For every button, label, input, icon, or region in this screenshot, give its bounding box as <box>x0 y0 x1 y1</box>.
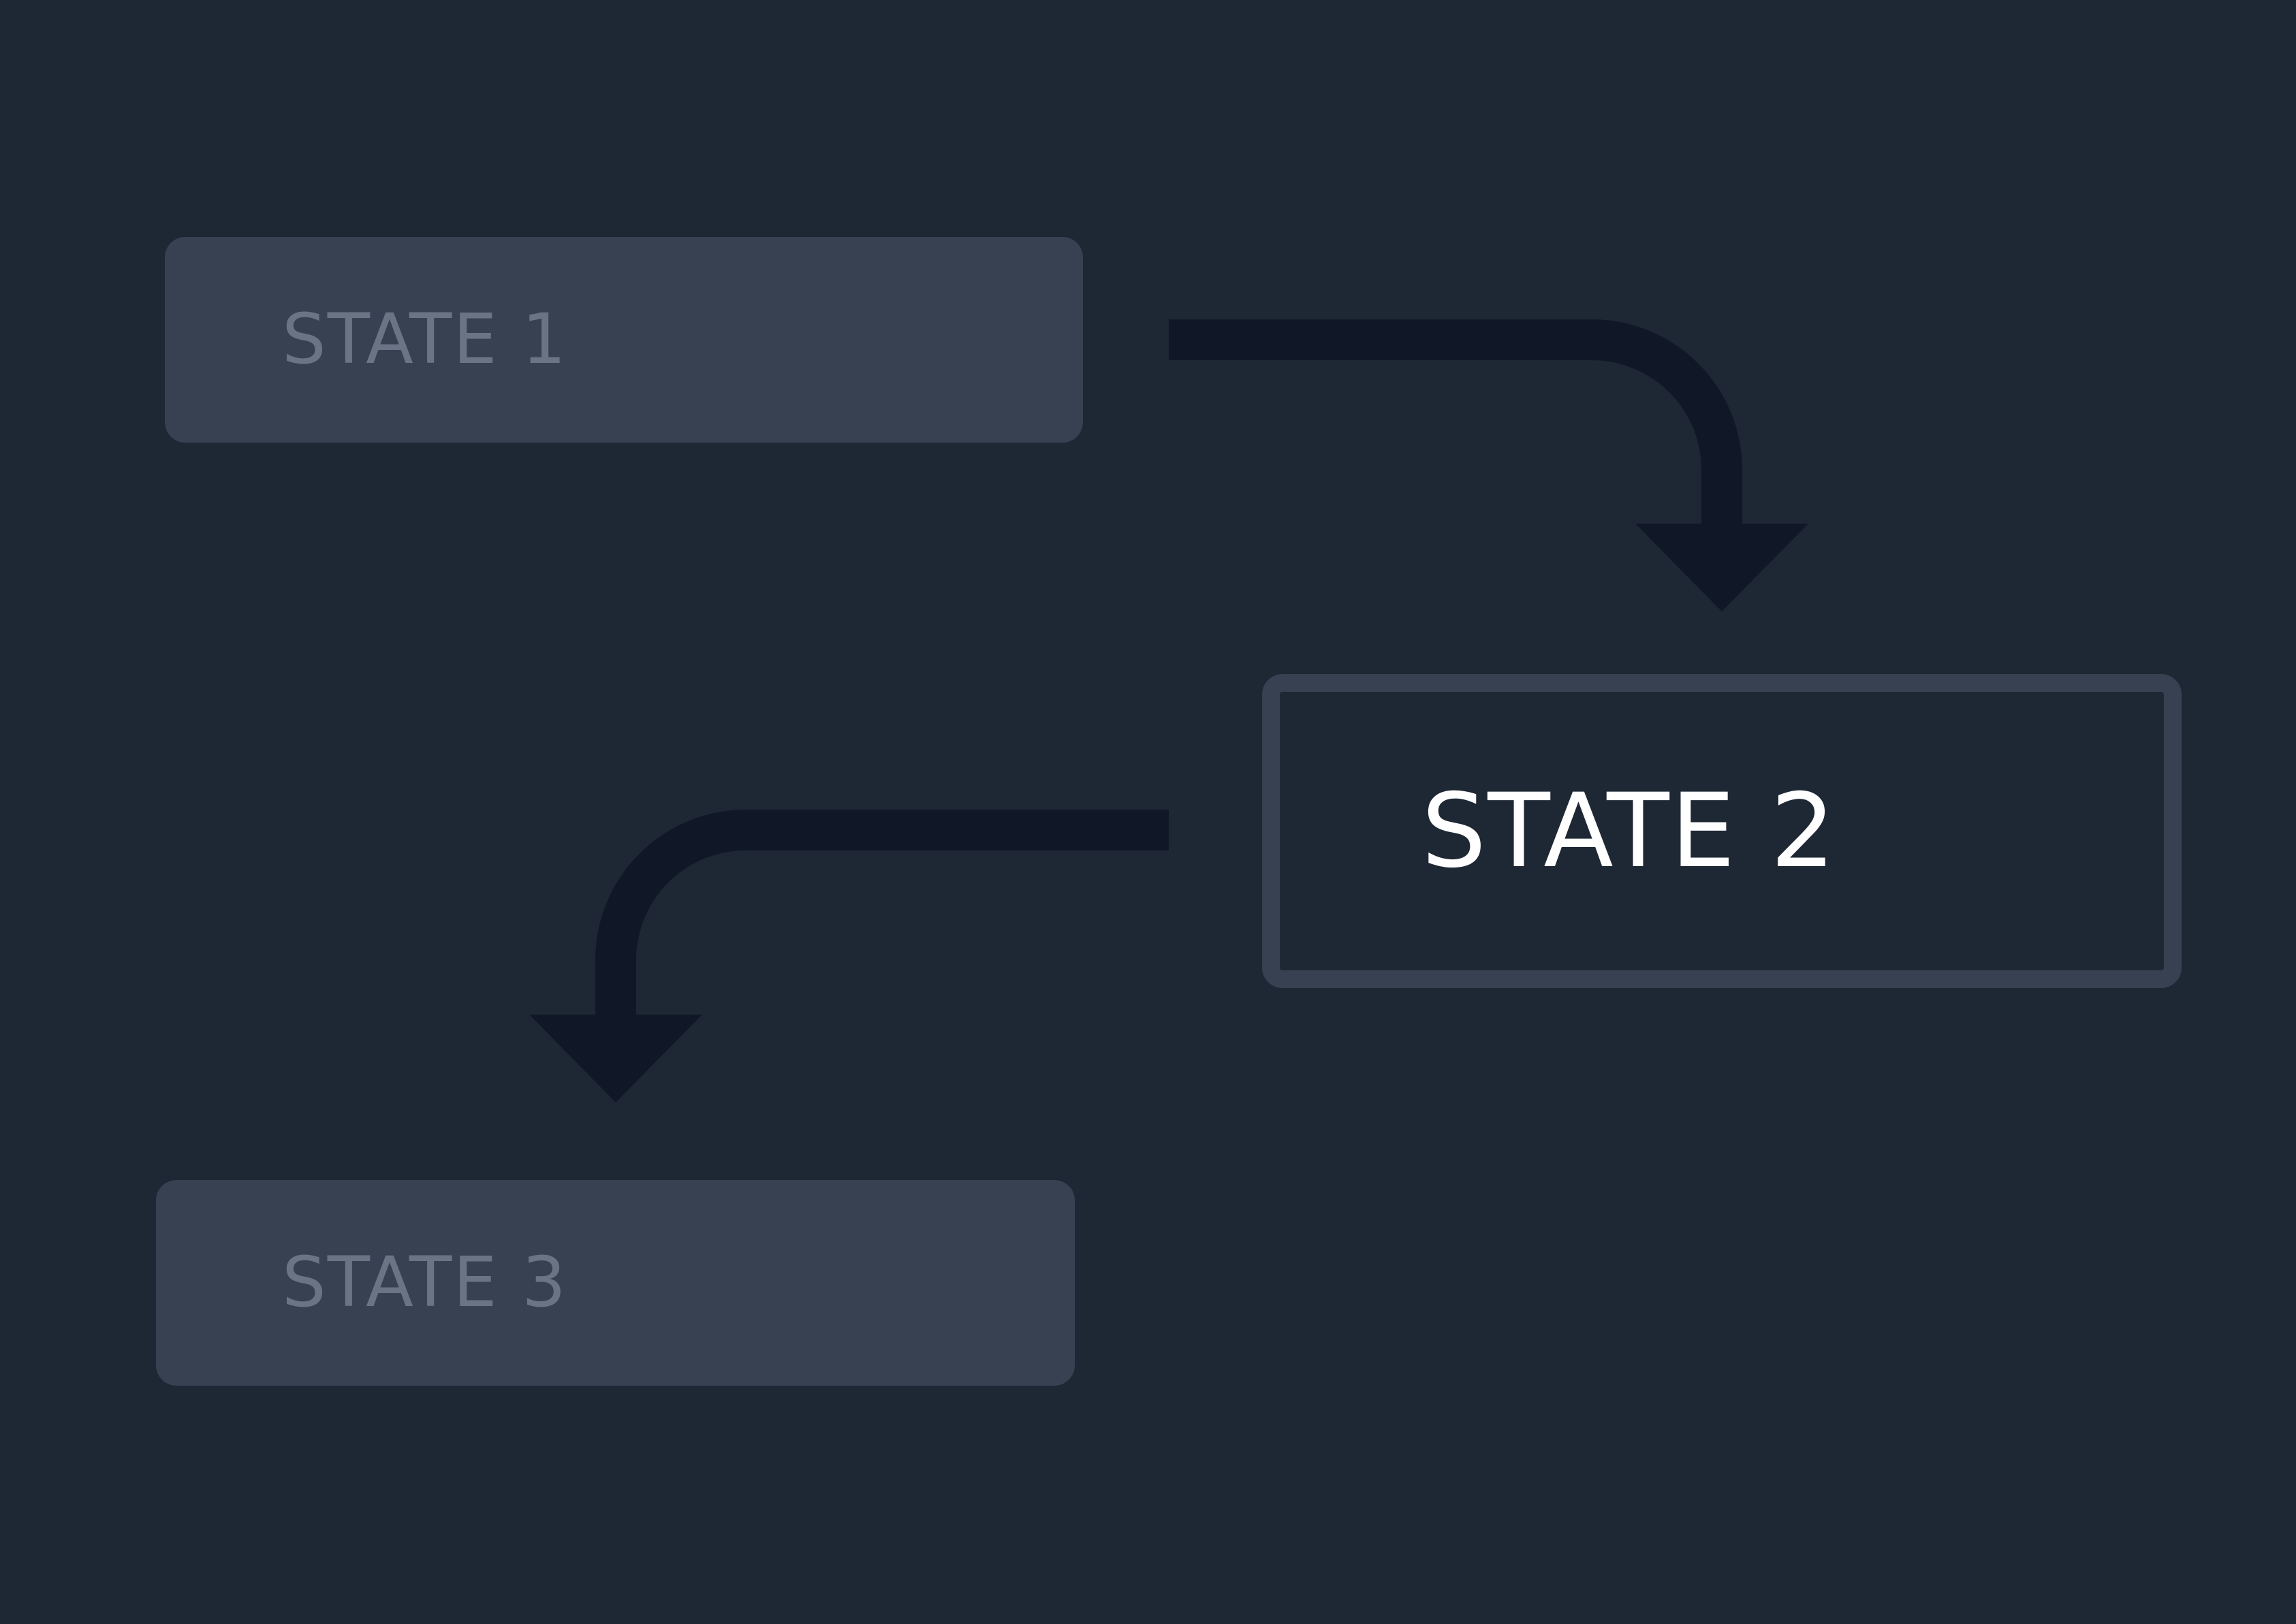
state-2-label: STATE 2 <box>1421 771 1837 891</box>
arrow-state2-to-state3 <box>529 810 1169 1102</box>
state-3-label: STATE 3 <box>282 1242 568 1323</box>
arrow-state2-to-state3-head <box>529 1015 702 1102</box>
arrow-state1-to-state2-line <box>1169 319 1742 528</box>
state-3-node: STATE 3 <box>156 1180 1075 1386</box>
state-1-node: STATE 1 <box>165 237 1083 443</box>
state-1-label: STATE 1 <box>282 299 568 380</box>
arrow-state2-to-state3-line <box>595 810 1169 1018</box>
arrow-state1-to-state2 <box>1169 319 1808 611</box>
arrow-state1-to-state2-head <box>1635 524 1808 611</box>
state-2-node: STATE 2 <box>1262 674 2182 988</box>
